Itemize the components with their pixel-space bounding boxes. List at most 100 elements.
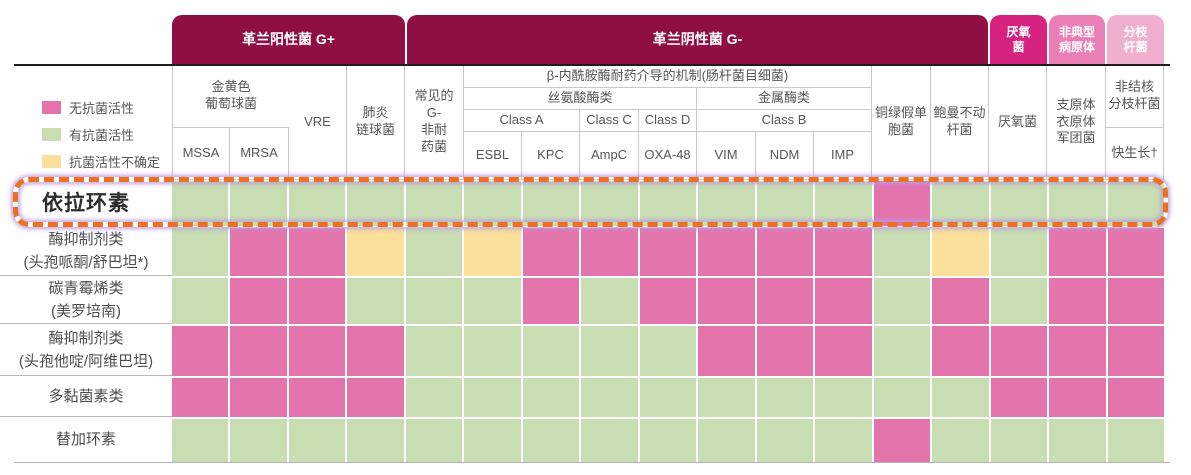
group-header-class-c: Class C <box>580 110 639 132</box>
col-header-ampc: AmpC <box>580 132 639 180</box>
row-label-enzyme-inhibitor-2: 酶抑制剂类 (头孢他啶/阿维巴坦) <box>0 326 172 376</box>
matrix-cell-r4-c10 <box>756 378 814 417</box>
matrix-cell-r5-c10 <box>756 419 814 462</box>
matrix-cell-r4-c5 <box>464 378 521 417</box>
row-label-carbapenem: 碳青霉烯类 (美罗培南) <box>0 278 172 324</box>
matrix-cell-r3-c8 <box>639 326 697 376</box>
group-header-class-a: Class A <box>464 110 580 132</box>
matrix-cell-r5-c8 <box>639 419 697 462</box>
matrix-cell-r0-c15 <box>1049 181 1106 226</box>
col-header-atypical-pathogens: 支原体 衣原体 军团菌 <box>1047 65 1106 180</box>
matrix-cell-r2-c5 <box>464 278 521 324</box>
matrix-cell-r2-c15 <box>1049 278 1106 324</box>
matrix-cell-r4-c1 <box>230 378 287 417</box>
matrix-cell-r3-c16 <box>1107 326 1164 376</box>
matrix-cell-r0-c6 <box>522 181 580 226</box>
row-sublabel-text: (头孢他啶/阿维巴坦) <box>18 352 154 370</box>
uncertain-swatch <box>42 154 61 168</box>
matrix-cell-r3-c7 <box>581 326 638 376</box>
matrix-cell-r1-c15 <box>1049 228 1106 276</box>
matrix-cell-r3-c14 <box>990 326 1048 376</box>
band-anaerobes: 厌氧 菌 <box>990 15 1047 64</box>
matrix-cell-r5-c4 <box>405 419 463 462</box>
row-label-tigecycline: 替加环素 <box>0 419 172 462</box>
col-header-imp: IMP <box>814 132 872 180</box>
band-gram-positive: 革兰阳性菌 G+ <box>172 15 405 64</box>
row-label-text: 多黏菌素类 <box>48 387 124 405</box>
matrix-cell-r0-c14 <box>990 181 1048 226</box>
matrix-cell-r1-c13 <box>932 228 989 276</box>
legend-label: 抗菌活性不确定 <box>69 154 161 170</box>
group-header-class-b: Class B <box>697 110 872 132</box>
matrix-cell-r3-c6 <box>522 326 580 376</box>
matrix-cell-r5-c16 <box>1107 419 1164 462</box>
col-header-a-baumannii: 鲍曼不动 杆菌 <box>931 65 989 180</box>
group-header-metallo-enzymes: 金属酶类 <box>697 88 872 110</box>
matrix-cell-r4-c0 <box>172 378 229 417</box>
matrix-cell-r1-c12 <box>873 228 931 276</box>
matrix-cell-r2-c0 <box>172 278 229 324</box>
matrix-cell-r1-c14 <box>990 228 1048 276</box>
group-header-beta-lactamase-mechanism: β-内酰胺酶耐药介导的机制(肠杆菌目细菌) <box>464 65 872 88</box>
matrix-cell-r0-c3 <box>347 181 404 226</box>
no-activity-swatch <box>42 100 61 114</box>
matrix-cell-r3-c0 <box>172 326 229 376</box>
group-header-s-aureus: 金黄色 葡萄球菌 <box>172 65 290 128</box>
group-header-class-d: Class D <box>639 110 697 132</box>
matrix-cell-r1-c5 <box>464 228 521 276</box>
matrix-cell-r2-c14 <box>990 278 1048 324</box>
matrix-cell-r3-c9 <box>698 326 755 376</box>
col-header-ntm: 非结核 分枝杆菌 <box>1106 65 1164 128</box>
matrix-cell-r0-c0 <box>172 181 229 226</box>
matrix-cell-r0-c9 <box>698 181 755 226</box>
matrix-cell-r1-c7 <box>581 228 638 276</box>
matrix-cell-r1-c6 <box>522 228 580 276</box>
matrix-cell-r3-c1 <box>230 326 287 376</box>
matrix-cell-r3-c10 <box>756 326 814 376</box>
matrix-cell-r0-c8 <box>639 181 697 226</box>
matrix-cell-r3-c15 <box>1049 326 1106 376</box>
matrix-cell-r1-c10 <box>756 228 814 276</box>
matrix-cell-r5-c6 <box>522 419 580 462</box>
matrix-cell-r4-c9 <box>698 378 755 417</box>
matrix-cell-r5-c13 <box>932 419 989 462</box>
matrix-cell-r3-c4 <box>405 326 463 376</box>
matrix-cell-r1-c16 <box>1107 228 1164 276</box>
matrix-cell-r4-c7 <box>581 378 638 417</box>
matrix-grid <box>172 181 1164 462</box>
row-label-text: 酶抑制剂类 <box>48 330 124 347</box>
col-header-common-gram-negative: 常见的 G- 非耐 药菌 <box>405 65 464 180</box>
matrix-cell-r2-c7 <box>581 278 638 324</box>
col-header-oxa48: OXA-48 <box>639 132 697 180</box>
row-label-enzyme-inhibitor-1: 酶抑制剂类 (头孢哌酮/舒巴坦*) <box>0 228 172 276</box>
row-label-text: 酶抑制剂类 <box>48 231 124 248</box>
matrix-cell-r0-c7 <box>581 181 638 226</box>
matrix-cell-r5-c12 <box>873 419 931 462</box>
matrix-cell-r4-c12 <box>873 378 931 417</box>
matrix-cell-r5-c7 <box>581 419 638 462</box>
band-gram-negative: 革兰阴性菌 G- <box>407 15 988 64</box>
matrix-cell-r2-c6 <box>522 278 580 324</box>
matrix-cell-r3-c2 <box>288 326 346 376</box>
matrix-cell-r2-c11 <box>815 278 872 324</box>
matrix-cell-r4-c4 <box>405 378 463 417</box>
row-sublabel-text: (头孢哌酮/舒巴坦*) <box>23 253 149 271</box>
legend-label: 有抗菌活性 <box>69 127 135 143</box>
row-label-text: 碳青霉烯类 <box>48 280 124 297</box>
matrix-cell-r2-c8 <box>639 278 697 324</box>
col-header-mssa: MSSA <box>172 128 230 180</box>
matrix-cell-r2-c2 <box>288 278 346 324</box>
matrix-cell-r0-c1 <box>230 181 287 226</box>
matrix-cell-r4-c14 <box>990 378 1048 417</box>
matrix-cell-r1-c9 <box>698 228 755 276</box>
matrix-cell-r2-c13 <box>932 278 989 324</box>
matrix-cell-r2-c12 <box>873 278 931 324</box>
legend-item-active: 有抗菌活性 <box>42 127 135 143</box>
col-header-kpc: KPC <box>522 132 580 180</box>
col-header-mrsa: MRSA <box>230 128 289 180</box>
col-header-vre: VRE <box>289 65 347 180</box>
matrix-cell-r4-c6 <box>522 378 580 417</box>
matrix-cell-r5-c2 <box>288 419 346 462</box>
matrix-cell-r1-c0 <box>172 228 229 276</box>
matrix-cell-r1-c2 <box>288 228 346 276</box>
